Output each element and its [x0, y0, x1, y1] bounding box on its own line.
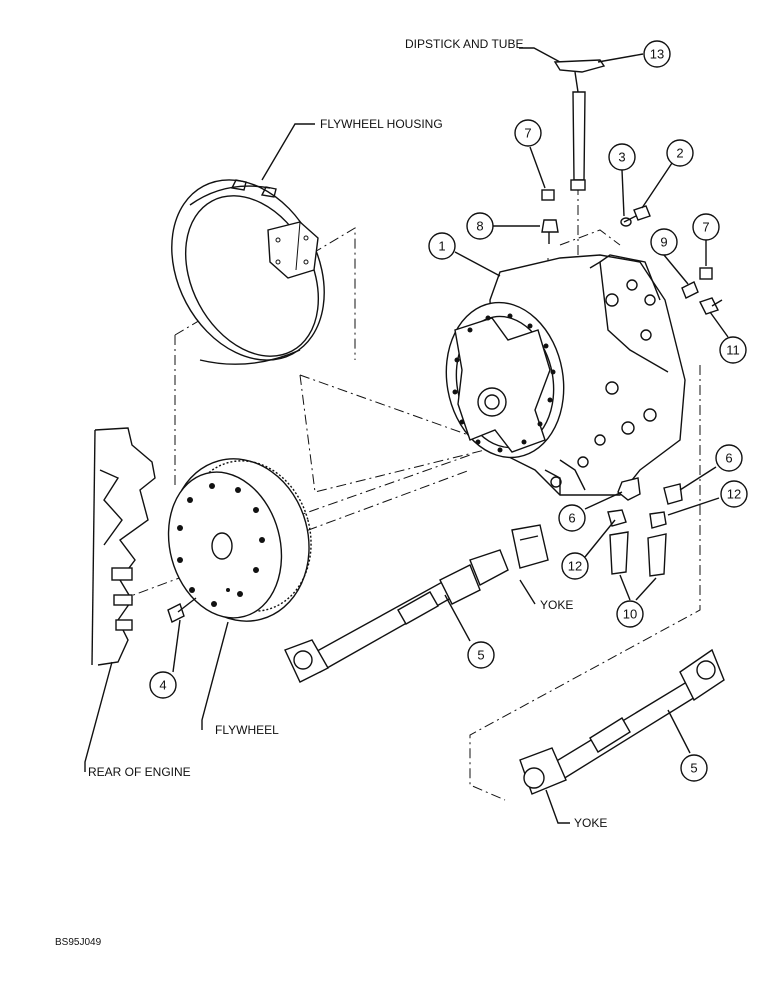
flywheel — [167, 458, 312, 622]
svg-text:7: 7 — [702, 220, 709, 235]
svg-text:1: 1 — [438, 239, 445, 254]
svg-text:5: 5 — [690, 761, 697, 776]
callout-9: 9 — [650, 228, 678, 256]
svg-text:10: 10 — [623, 607, 637, 622]
callout-12: 12 — [720, 480, 748, 508]
svg-text:11: 11 — [726, 343, 740, 358]
label-rear-of-engine: REAR OF ENGINE — [88, 765, 191, 779]
label-yoke-lower: YOKE — [574, 816, 607, 830]
label-yoke-upper: YOKE — [540, 598, 573, 612]
svg-text:13: 13 — [650, 47, 664, 62]
flywheel-housing — [171, 179, 325, 365]
callout-5: 5 — [467, 641, 495, 669]
svg-text:8: 8 — [476, 219, 483, 234]
svg-text:4: 4 — [159, 678, 166, 693]
callout-7: 7 — [692, 213, 720, 241]
svg-text:12: 12 — [727, 487, 741, 502]
svg-text:2: 2 — [676, 146, 683, 161]
callout-3: 3 — [608, 143, 636, 171]
part-labels: DIPSTICK AND TUBE FLYWHEEL HOUSING YOKE … — [55, 37, 607, 948]
callout-7: 7 — [514, 119, 542, 147]
driveshaft-upper — [284, 524, 549, 683]
label-dipstick-and-tube: DIPSTICK AND TUBE — [405, 37, 523, 51]
rear-of-engine-block — [91, 427, 156, 666]
callouts: 13 7 8 3 2 1 9 7 11 6 6 12 12 10 5 5 4 — [149, 40, 748, 782]
svg-text:5: 5 — [477, 648, 484, 663]
label-flywheel-housing: FLYWHEEL HOUSING — [320, 117, 443, 131]
callout-6: 6 — [558, 504, 586, 532]
callout-12: 12 — [561, 552, 589, 580]
callout-2: 2 — [666, 139, 694, 167]
leader-lines — [84, 47, 729, 824]
flywheel-bolt — [167, 597, 197, 623]
callout-13: 13 — [643, 40, 671, 68]
callout-8: 8 — [466, 212, 494, 240]
svg-text:7: 7 — [524, 126, 531, 141]
callout-10: 10 — [616, 600, 644, 628]
transmission — [445, 254, 686, 496]
svg-text:12: 12 — [568, 559, 582, 574]
callout-6: 6 — [715, 444, 743, 472]
fittings — [541, 189, 723, 577]
svg-text:9: 9 — [660, 235, 667, 250]
callout-11: 11 — [719, 336, 747, 364]
label-flywheel: FLYWHEEL — [215, 723, 279, 737]
svg-text:3: 3 — [618, 150, 625, 165]
svg-text:6: 6 — [725, 451, 732, 466]
callout-1: 1 — [428, 232, 456, 260]
svg-text:6: 6 — [568, 511, 575, 526]
callout-4: 4 — [149, 671, 177, 699]
driveshaft-lower — [519, 648, 725, 795]
callout-5: 5 — [680, 754, 708, 782]
dipstick-and-tube — [553, 59, 606, 191]
reference-code: BS95J049 — [55, 937, 102, 948]
